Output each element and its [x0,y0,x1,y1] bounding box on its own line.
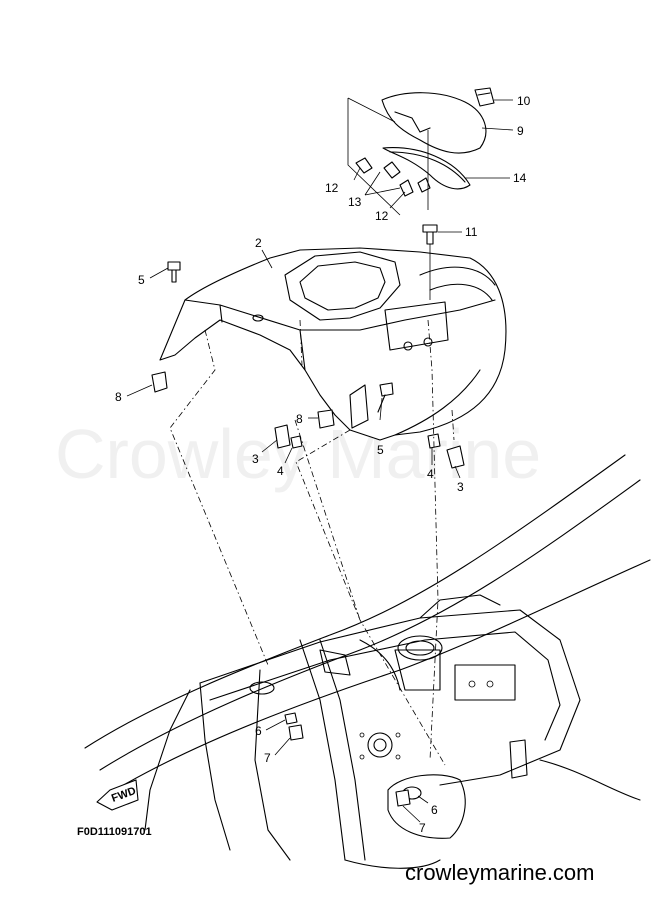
callout-12a: 12 [325,181,339,195]
callout-7b: 7 [419,821,426,835]
callout-10: 10 [517,94,531,108]
callouts: 10 9 14 12 13 12 11 2 5 8 8 5 3 4 4 3 6 … [115,94,531,835]
callout-8b: 8 [296,412,303,426]
fwd-arrow: FWD [96,779,139,811]
callout-4b: 4 [427,467,434,481]
callout-6b: 6 [431,803,438,817]
callout-12b: 12 [375,209,389,223]
callout-3b: 3 [457,480,464,494]
fasteners [151,261,465,807]
callout-3a: 3 [252,452,259,466]
callout-6a: 6 [255,724,262,738]
callout-4a: 4 [277,464,284,478]
callout-11: 11 [465,225,478,239]
callout-9: 9 [517,124,524,138]
callout-8a: 8 [115,390,122,404]
assembly-lines [169,319,455,766]
figure-code: F0D111091701 [77,826,152,838]
rear-cover-body [159,247,507,441]
callout-14: 14 [513,171,527,185]
hull-frame [84,454,651,869]
callout-5a: 5 [138,273,145,287]
callout-13: 13 [348,195,362,209]
seat-lid-parts [347,87,495,300]
website-text: crowleymarine.com [405,860,595,885]
watermark-text: Crowley Marine [55,415,541,493]
callout-5b: 5 [377,443,384,457]
callout-2: 2 [255,236,262,250]
callout-7a: 7 [264,751,271,765]
leader-lines [126,99,514,823]
